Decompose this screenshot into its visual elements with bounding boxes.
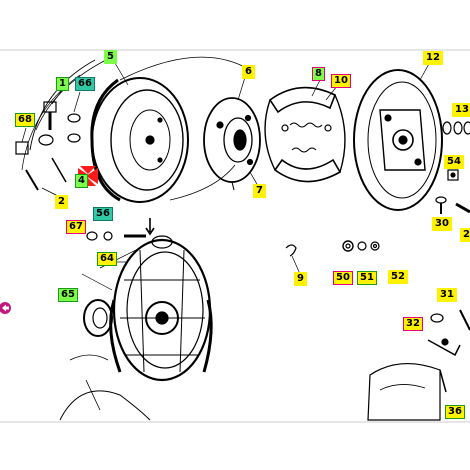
callout-4[interactable]: 4 bbox=[75, 174, 88, 188]
left-arrow-circle-icon[interactable] bbox=[0, 300, 13, 316]
callout-2b[interactable]: 2 bbox=[460, 228, 470, 242]
lever-assembly bbox=[367, 309, 470, 421]
brake-drum-part bbox=[90, 56, 251, 203]
callout-10[interactable]: 10 bbox=[331, 74, 351, 88]
callout-6[interactable]: 6 bbox=[242, 65, 255, 79]
callout-65[interactable]: 65 bbox=[58, 288, 78, 302]
callout-52[interactable]: 52 bbox=[388, 270, 408, 284]
callout-7[interactable]: 7 bbox=[253, 184, 266, 198]
callout-13[interactable]: 13 bbox=[452, 103, 470, 117]
right-fasteners bbox=[435, 169, 470, 214]
callout-2[interactable]: 2 bbox=[55, 195, 68, 209]
lower-left-fasteners bbox=[86, 231, 146, 241]
callout-67[interactable]: 67 bbox=[66, 220, 86, 234]
callout-66[interactable]: 66 bbox=[75, 77, 95, 91]
oil-seal-part bbox=[83, 299, 113, 337]
callout-50[interactable]: 50 bbox=[333, 271, 353, 285]
callout-30[interactable]: 30 bbox=[432, 217, 452, 231]
callout-5[interactable]: 5 bbox=[104, 50, 117, 64]
callout-32[interactable]: 32 bbox=[403, 317, 423, 331]
callout-1[interactable]: 1 bbox=[56, 77, 69, 91]
ring-parts bbox=[442, 121, 470, 135]
assembly-arrow bbox=[145, 218, 155, 236]
nut-set-parts bbox=[342, 240, 380, 252]
casing-outline bbox=[29, 59, 96, 151]
wheel-hub-casting bbox=[109, 235, 213, 382]
callout-68[interactable]: 68 bbox=[15, 113, 35, 127]
callout-9[interactable]: 9 bbox=[294, 272, 307, 286]
callout-8[interactable]: 8 bbox=[312, 67, 325, 81]
clip-part bbox=[285, 244, 297, 257]
callout-56[interactable]: 56 bbox=[93, 207, 113, 221]
callout-54[interactable]: 54 bbox=[444, 155, 464, 169]
brake-shoes-part bbox=[264, 86, 346, 183]
callout-12[interactable]: 12 bbox=[423, 51, 443, 65]
callout-64[interactable]: 64 bbox=[97, 252, 117, 266]
callout-36[interactable]: 36 bbox=[445, 405, 465, 419]
back-plate-part bbox=[353, 69, 443, 211]
callout-31[interactable]: 31 bbox=[437, 288, 457, 302]
callout-51[interactable]: 51 bbox=[357, 271, 377, 285]
frame-casing-lower bbox=[59, 390, 151, 421]
hub-disc-part bbox=[203, 97, 261, 191]
